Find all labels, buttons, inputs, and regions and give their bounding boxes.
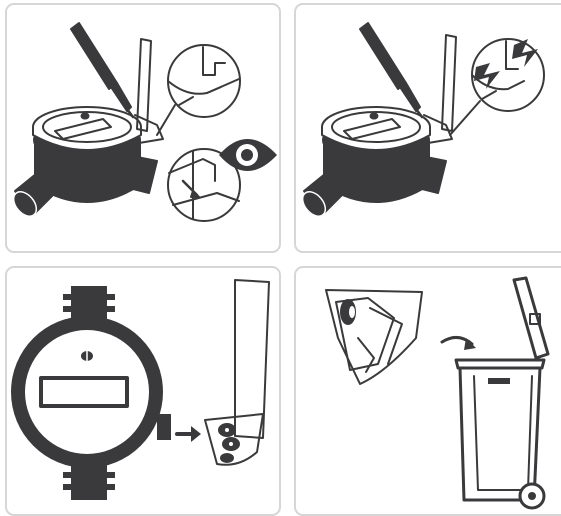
step-4-panel <box>294 266 561 516</box>
screwdriver-icon <box>360 23 422 117</box>
battery-pack-icon <box>326 290 422 384</box>
water-meter-top-view-icon <box>11 286 171 500</box>
arrow-right-icon <box>177 426 201 442</box>
water-meter-icon <box>298 107 452 221</box>
step-1-panel <box>5 3 281 253</box>
water-meter-icon <box>9 107 163 221</box>
radio-module-icon <box>205 280 269 465</box>
magnifier-inset-icon <box>157 45 240 135</box>
magnifier-inset-icon <box>450 39 544 135</box>
step-2-panel <box>294 3 561 253</box>
antenna-icon <box>442 35 456 131</box>
screwdriver-icon <box>71 23 133 117</box>
trash-bin-icon <box>456 278 548 508</box>
curved-arrow-icon <box>442 337 476 350</box>
step-3-panel <box>5 266 281 516</box>
